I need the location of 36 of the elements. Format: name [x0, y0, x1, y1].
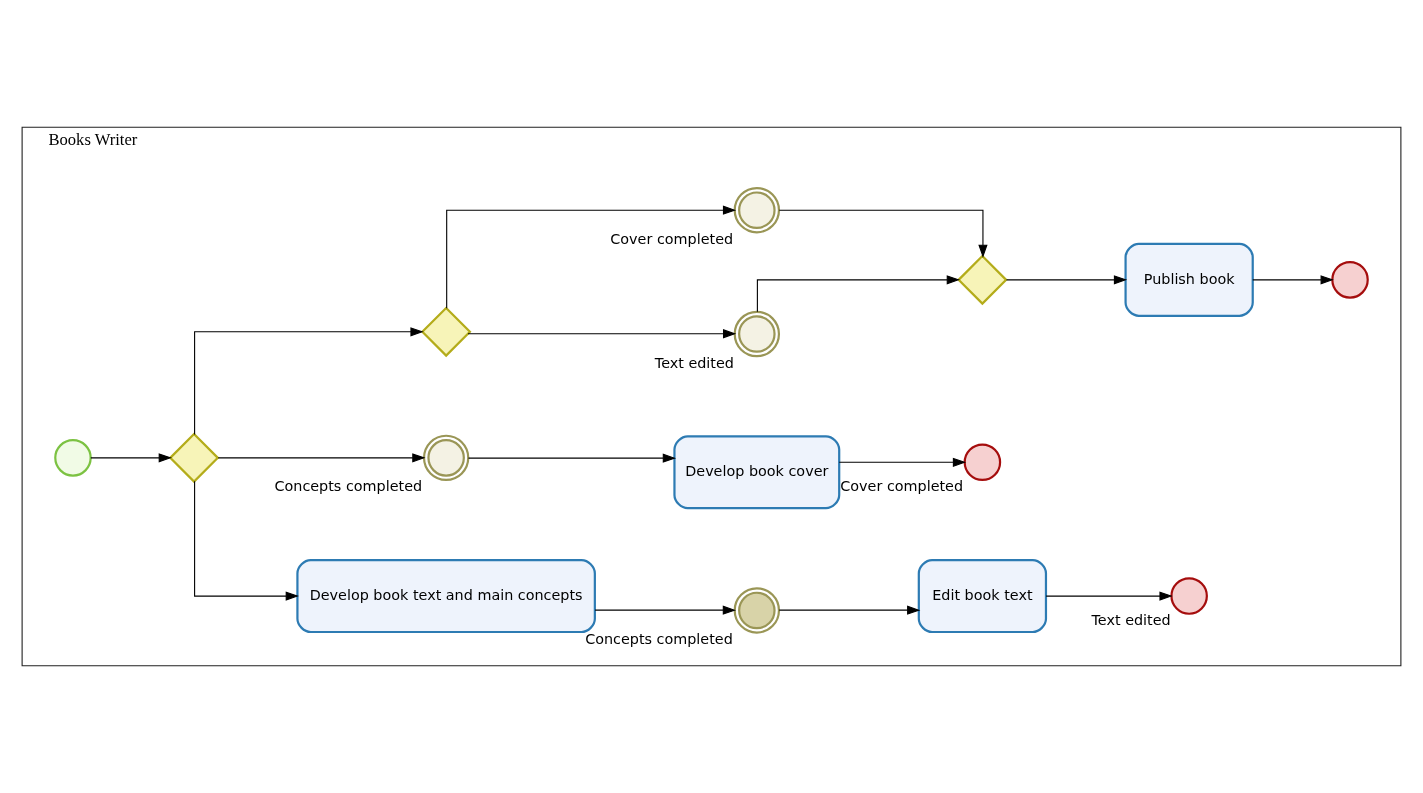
- arrow: [778, 209, 988, 258]
- node-diamond: [420, 306, 472, 358]
- node-circle: [733, 186, 781, 234]
- arrow: [90, 453, 172, 463]
- arrow: [838, 457, 967, 467]
- node-box: Develop book text and main concepts: [296, 559, 596, 634]
- arrow: [778, 605, 921, 615]
- node-circle: [963, 443, 1002, 482]
- arrow: [1045, 591, 1173, 601]
- arrow: [467, 329, 737, 339]
- arrow: [217, 453, 426, 463]
- node-diamond: [957, 254, 1008, 306]
- arrow: [594, 605, 737, 615]
- node-label: Text edited: [654, 354, 734, 371]
- node-box: Develop book cover: [673, 435, 841, 510]
- node-box: Publish book: [1124, 242, 1254, 317]
- arrow: [1252, 275, 1334, 285]
- arrow: [1005, 275, 1128, 285]
- arrow: [467, 453, 677, 463]
- node-label: Concepts completed: [585, 631, 733, 648]
- node-circle: [54, 439, 92, 477]
- node-label: Text edited: [1091, 612, 1171, 629]
- node-circle: [1170, 577, 1208, 615]
- node-label: Concepts completed: [274, 478, 423, 495]
- node-label: Cover completed: [840, 478, 964, 495]
- node-circle: [733, 587, 781, 634]
- node-box: Edit book text: [917, 559, 1048, 634]
- arrow: [194, 480, 299, 601]
- node-circle: [422, 434, 470, 482]
- node-circle: [1331, 261, 1369, 299]
- arrow: [194, 327, 424, 435]
- arrow: [446, 205, 737, 309]
- node-circle: [733, 310, 781, 358]
- node-label: Cover completed: [610, 230, 734, 247]
- node-diamond: [168, 432, 220, 484]
- arrow: [756, 275, 960, 313]
